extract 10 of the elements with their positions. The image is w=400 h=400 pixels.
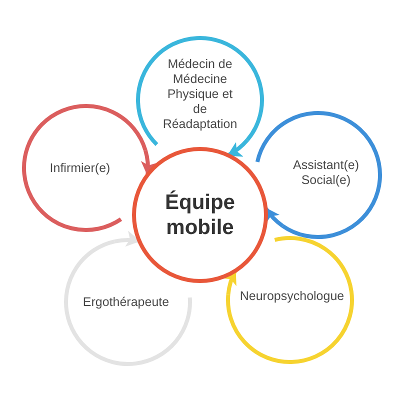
role-label: Assistant(e) Social(e) [292,158,360,188]
curved-arrow [227,138,249,158]
curved-arrow [140,150,156,176]
role-label: Infirmier(e) [48,160,112,176]
role-label: Neuropsychologue [238,288,346,304]
role-label: Médecin de Médecine Physique et de Réadaptation [162,56,238,132]
center-label: Équipe mobile [164,190,236,240]
role-label: Ergothérapeute [82,294,170,310]
curved-arrow [114,232,140,247]
curved-arrow [223,270,238,295]
